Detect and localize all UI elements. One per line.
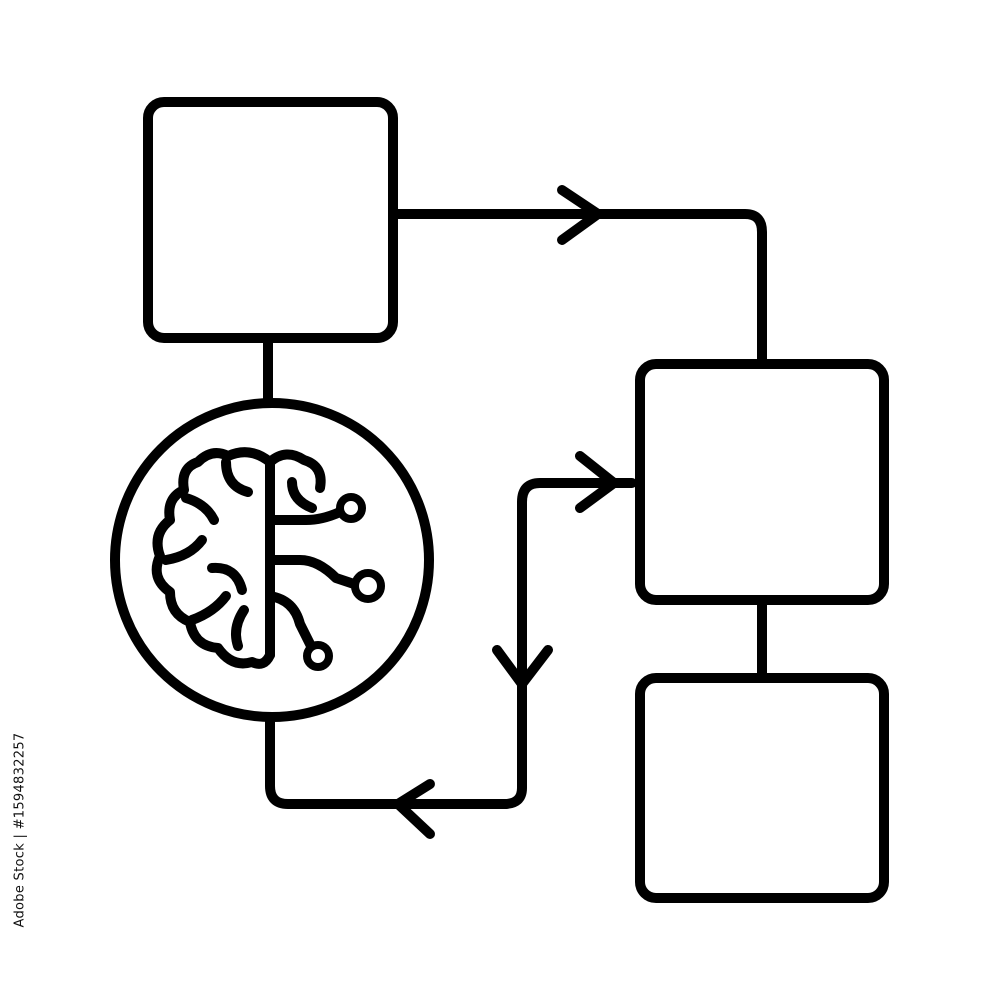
- process-box-top-left: [143, 97, 398, 343]
- arrowhead-left: [393, 779, 435, 839]
- circuit-node-middle: [351, 569, 385, 603]
- process-box-right: [635, 359, 889, 605]
- arrowhead-right-middle: [575, 451, 619, 513]
- watermark-text: Adobe Stock | #1594832257: [12, 732, 28, 928]
- brain-circuit-icon: [151, 447, 359, 669]
- process-box-bottom-right: [635, 673, 889, 903]
- arrowhead-right-top: [557, 185, 603, 245]
- watermark-vertical: Adobe Stock | #1594832257: [6, 733, 34, 928]
- arrowhead-down: [492, 645, 553, 689]
- connector-loop: [265, 478, 637, 809]
- connector-top-to-right: [388, 209, 767, 367]
- circuit-node-bottom: [303, 641, 333, 671]
- circuit-node-top: [336, 493, 366, 523]
